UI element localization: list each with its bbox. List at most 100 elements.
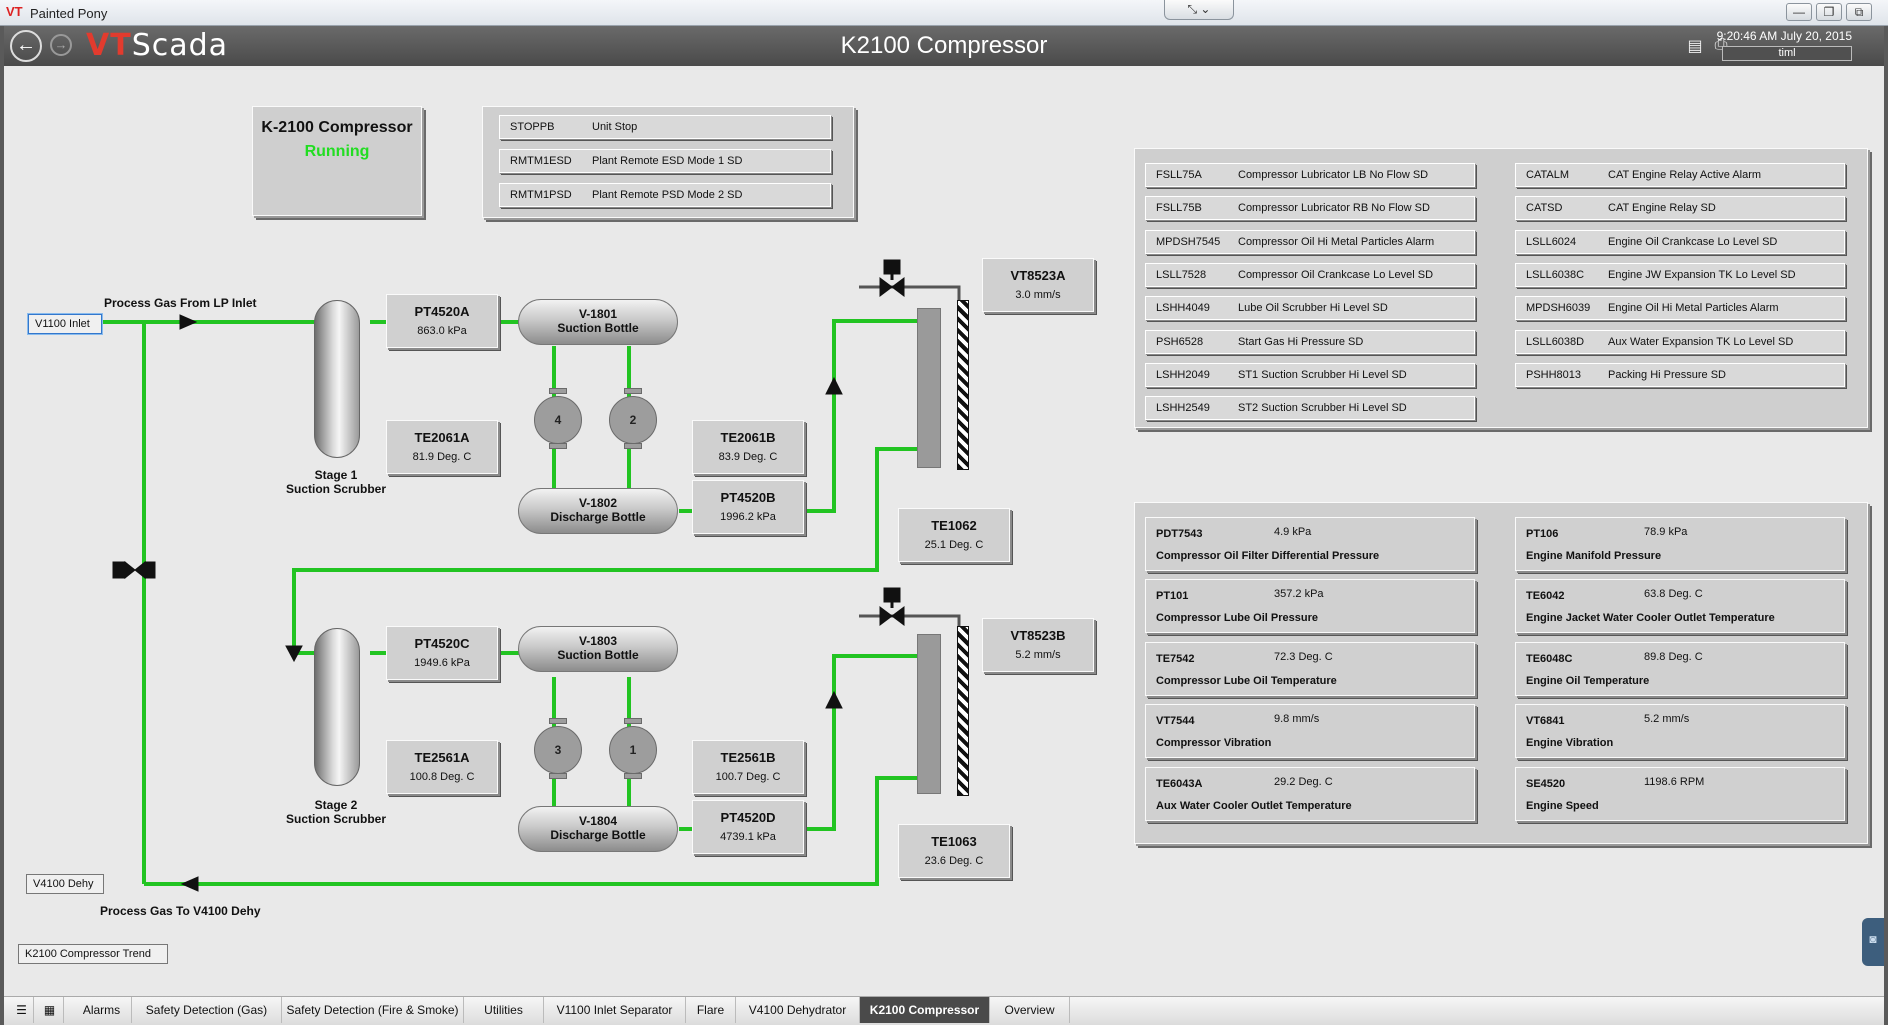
- shutdown-lsll6038d[interactable]: LSLL6038D Aux Water Expansion TK Lo Leve…: [1515, 329, 1845, 354]
- analog-te6042[interactable]: TE6042 63.8 Deg. C Engine Jacket Water C…: [1515, 579, 1845, 634]
- analog-value: 78.9 kPa: [1644, 526, 1688, 538]
- shutdown-lsll6038c[interactable]: LSLL6038C Engine JW Expansion TK Lo Leve…: [1515, 262, 1845, 287]
- grid-view-icon[interactable]: ▦: [36, 997, 64, 1023]
- analog-te7542[interactable]: TE7542 72.3 Deg. C Compressor Lube Oil T…: [1145, 641, 1475, 696]
- tab-safety-detection-fire-smoke[interactable]: Safety Detection (Fire & Smoke): [282, 997, 464, 1023]
- window-title: Painted Pony: [30, 6, 108, 21]
- aftercooler-2[interactable]: [917, 634, 941, 794]
- analog-value: 357.2 kPa: [1274, 588, 1324, 601]
- trend-button[interactable]: K2100 Compressor Trend: [18, 944, 168, 964]
- tab-k2100-compressor[interactable]: K2100 Compressor: [860, 997, 990, 1023]
- shutdown-catsd[interactable]: CATSD CAT Engine Relay SD: [1515, 196, 1845, 221]
- forward-button[interactable]: →: [50, 34, 72, 56]
- tab-overview[interactable]: Overview: [990, 997, 1070, 1023]
- analog-te6043a[interactable]: TE6043A 29.2 Deg. C Aux Water Cooler Out…: [1145, 766, 1475, 821]
- v1803-suction-bottle[interactable]: V-1803 Suction Bottle: [518, 626, 678, 672]
- aftercooler-1[interactable]: [917, 308, 941, 468]
- analog-pt106[interactable]: PT106 78.9 kPa Engine Manifold Pressure: [1515, 517, 1845, 571]
- bottle-sub: Suction Bottle: [557, 648, 639, 662]
- side-dock-tab[interactable]: ◙: [1862, 918, 1884, 966]
- cylinder-4[interactable]: 4: [534, 396, 582, 444]
- v1802-discharge-bottle[interactable]: V-1802 Discharge Bottle: [518, 488, 678, 534]
- tab-v1100-inlet-separator[interactable]: V1100 Inlet Separator: [544, 997, 686, 1023]
- page-title: K2100 Compressor: [840, 32, 1048, 59]
- tab-flare[interactable]: Flare: [686, 997, 736, 1023]
- shutdown-desc: Compressor Lubricator LB No Flow SD: [1238, 169, 1429, 181]
- v1100-inlet-button[interactable]: V1100 Inlet: [28, 314, 102, 334]
- stage1-text: Stage 1: [314, 468, 358, 482]
- analog-pdt7543[interactable]: PDT7543 4.9 kPa Compressor Oil Filter Di…: [1145, 517, 1475, 571]
- minimize-button[interactable]: —: [1786, 3, 1812, 21]
- tag-value: 83.9 Deg. C: [718, 451, 778, 463]
- list-view-icon[interactable]: ☰: [10, 997, 34, 1023]
- shutdown-lshh2049[interactable]: LSHH2049 ST1 Suction Scrubber Hi Level S…: [1145, 362, 1475, 387]
- shutdown-desc: Compressor Lubricator RB No Flow SD: [1238, 202, 1430, 215]
- stage1-scrubber[interactable]: [314, 300, 360, 458]
- shutdown-fsll75b[interactable]: FSLL75B Compressor Lubricator RB No Flow…: [1145, 196, 1475, 221]
- user-signin[interactable]: timl: [1722, 46, 1852, 61]
- analog-te6048c[interactable]: TE6048C 89.8 Deg. C Engine Oil Temperatu…: [1515, 641, 1845, 696]
- tab-alarms[interactable]: Alarms: [72, 997, 132, 1023]
- shutdown-fsll75a[interactable]: FSLL75A Compressor Lubricator LB No Flow…: [1145, 163, 1475, 187]
- report-icon[interactable]: ▤: [1687, 38, 1703, 55]
- shutdown-mpdsh6039[interactable]: MPDSH6039 Engine Oil Hi Metal Particles …: [1515, 296, 1845, 321]
- tag-label: TE2061B: [720, 430, 776, 445]
- maximize-button[interactable]: ⧉: [1846, 3, 1872, 21]
- tab-safety-detection-gas[interactable]: Safety Detection (Gas): [132, 997, 282, 1023]
- analog-vt6841[interactable]: VT6841 5.2 mm/s Engine Vibration: [1515, 704, 1845, 759]
- shutdown-lshh4049[interactable]: LSHH4049 Lube Oil Scrubber Hi Level SD: [1145, 296, 1475, 321]
- analog-value: 5.2 mm/s: [1644, 713, 1690, 726]
- v1804-discharge-bottle[interactable]: V-1804 Discharge Bottle: [518, 806, 678, 852]
- cylinder-3[interactable]: 3: [534, 726, 582, 774]
- cylinder-cap: [624, 773, 642, 779]
- back-button[interactable]: ←: [10, 30, 42, 62]
- shutdown-catalm[interactable]: CATALM CAT Engine Relay Active Alarm: [1515, 163, 1845, 187]
- collapse-toggle[interactable]: ⤡ ⌄: [1164, 0, 1234, 20]
- bottle-sub: Suction Bottle: [557, 321, 639, 335]
- stage2-scrubber-text: Suction Scrubber: [285, 812, 386, 826]
- analog-vt7544[interactable]: VT7544 9.8 mm/s Compressor Vibration: [1145, 704, 1475, 759]
- analog-desc: Compressor Oil Filter Differential Press…: [1156, 550, 1380, 562]
- shutdown-desc: Start Gas Hi Pressure SD: [1238, 335, 1364, 348]
- v4100-dehy-button[interactable]: V4100 Dehy: [26, 874, 104, 894]
- shutdown-lsll7528[interactable]: LSLL7528 Compressor Oil Crankcase Lo Lev…: [1145, 262, 1475, 287]
- stop-tag: RMTM1ESD: [510, 155, 572, 167]
- app-logo: VT: [6, 4, 23, 19]
- shutdown-tag: CATALM: [1526, 169, 1569, 181]
- tab-v4100-dehydrator[interactable]: V4100 Dehydrator: [736, 997, 860, 1023]
- tab-utilities[interactable]: Utilities: [464, 997, 544, 1023]
- shutdown-lshh2549[interactable]: LSHH2549 ST2 Suction Scrubber Hi Level S…: [1145, 396, 1475, 421]
- analog-se4520[interactable]: SE4520 1198.6 RPM Engine Speed: [1515, 766, 1845, 821]
- restore-button[interactable]: ❐: [1816, 3, 1842, 21]
- shutdown-lsll6024[interactable]: LSLL6024 Engine Oil Crankcase Lo Level S…: [1515, 229, 1845, 254]
- v1801-suction-bottle[interactable]: V-1801 Suction Bottle: [518, 299, 678, 345]
- stop-desc: Unit Stop: [592, 121, 638, 133]
- cylinder-2[interactable]: 2: [609, 396, 657, 444]
- shutdown-tag: CATSD: [1526, 202, 1563, 215]
- shutdown-pshh8013[interactable]: PSHH8013 Packing Hi Pressure SD: [1515, 362, 1845, 387]
- pipe-network: [102, 259, 961, 892]
- analog-pt101[interactable]: PT101 357.2 kPa Compressor Lube Oil Pres…: [1145, 579, 1475, 634]
- tag-label: TE1063: [931, 834, 977, 849]
- cylinder-1[interactable]: 1: [609, 726, 657, 774]
- stage2-scrubber[interactable]: [314, 628, 360, 786]
- analog-tag: VT7544: [1156, 715, 1195, 728]
- tag-te2061b[interactable]: TE2061B 83.9 Deg. C: [692, 420, 804, 474]
- shutdown-mpdsh7545[interactable]: MPDSH7545 Compressor Oil Hi Metal Partic…: [1145, 229, 1475, 254]
- shutdown-psh6528[interactable]: PSH6528 Start Gas Hi Pressure SD: [1145, 329, 1475, 354]
